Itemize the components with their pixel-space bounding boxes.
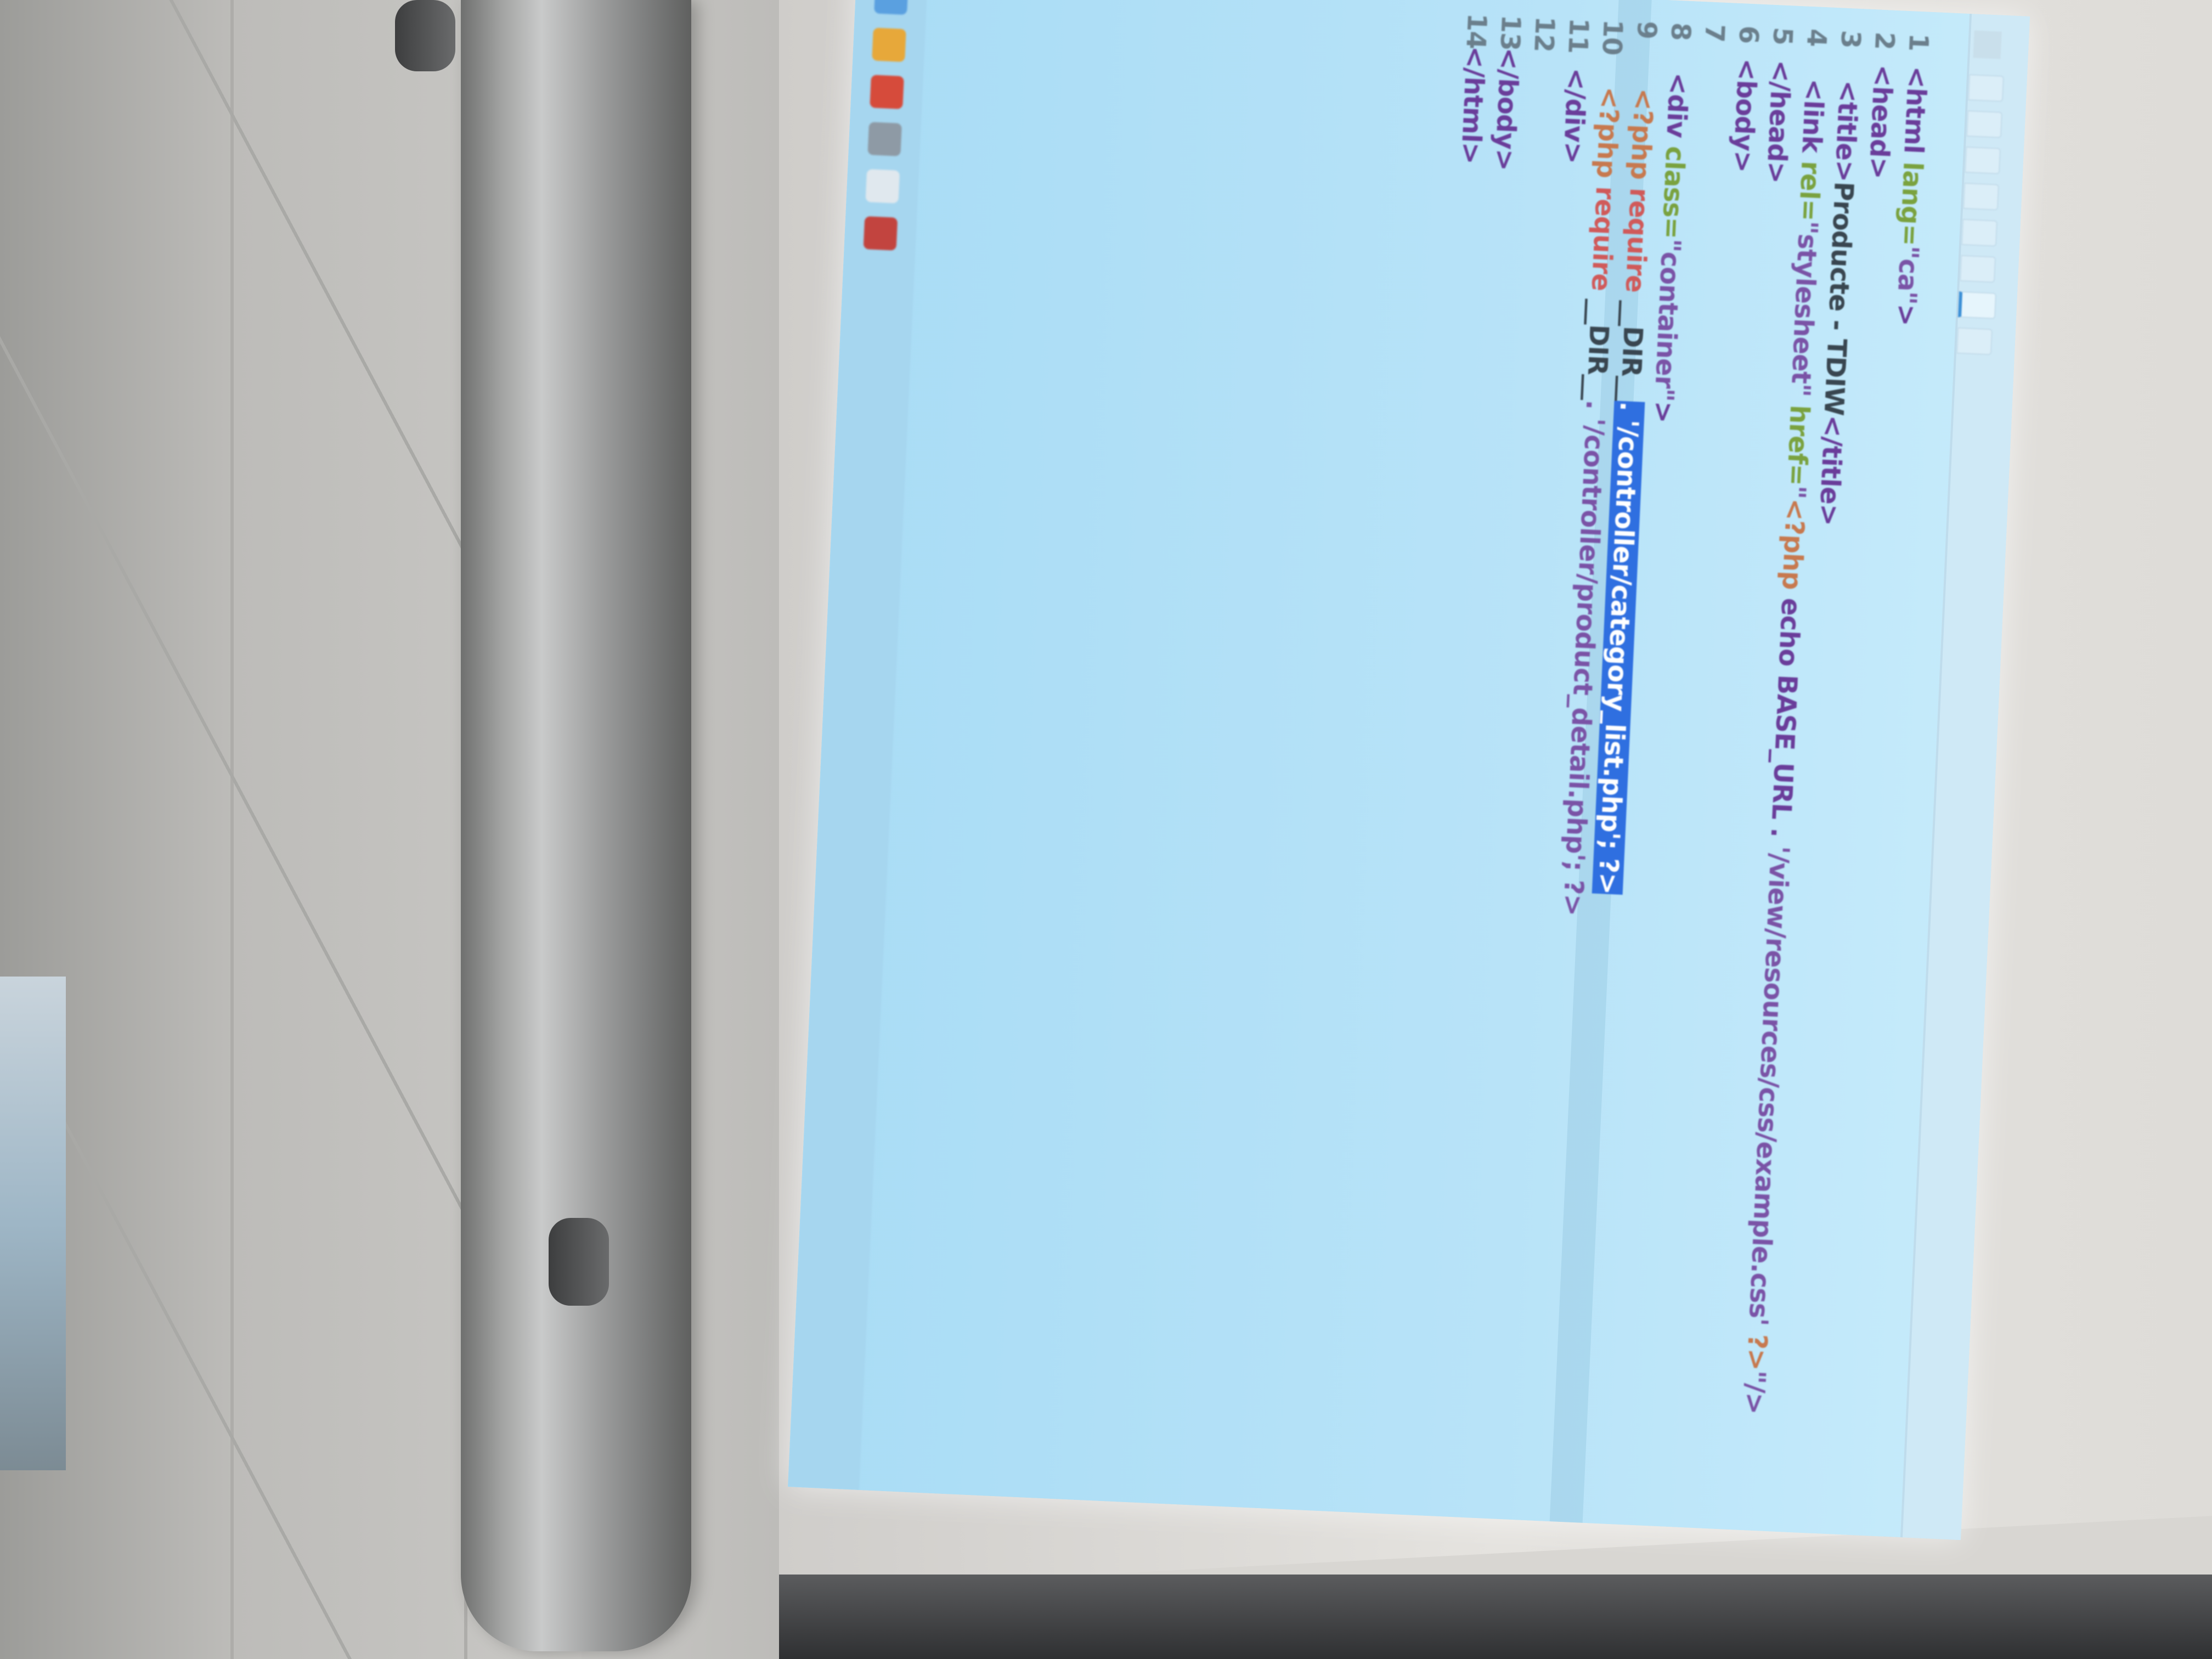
projected-desktop: 1<html lang="ca">2<head>3 <title>Product… (788, 0, 2030, 1541)
projector-screen-roller-bar (461, 0, 691, 1651)
code-token: rel= (1792, 160, 1826, 222)
line-number: 11 (1562, 17, 1595, 54)
line-number: 14 (1460, 13, 1493, 50)
line-number: 2 (1869, 31, 1900, 50)
start-icon[interactable] (874, 0, 909, 15)
code-token: "stylesheet" (1784, 220, 1824, 406)
file-manager-icon[interactable] (872, 27, 906, 63)
browser-icon[interactable] (865, 169, 900, 204)
code-token: class= (1655, 145, 1691, 240)
line-number: 8 (1664, 21, 1696, 41)
line-number: 12 (1528, 15, 1561, 53)
code-token: <?php (1624, 87, 1660, 189)
lower-shadow-area (779, 1575, 2212, 1659)
code-token: __DIR__ (1580, 298, 1616, 401)
line-number: 6 (1733, 25, 1764, 44)
line-number: 13 (1494, 14, 1527, 52)
code-token: </body> (1488, 47, 1525, 172)
editor-tab[interactable] (1967, 74, 2005, 102)
code-token: " (1780, 484, 1812, 499)
code-token: <title> (1829, 80, 1864, 183)
code-token: </html> (1454, 45, 1491, 165)
editor-tab[interactable] (1956, 327, 1993, 356)
code-token: <?php (1775, 498, 1811, 599)
code-token (1799, 61, 1830, 80)
code-token: > (1647, 400, 1679, 424)
code-token: href= (1780, 404, 1815, 486)
line-number: 7 (1699, 23, 1730, 43)
code-token: <link (1795, 78, 1830, 162)
code-token (1561, 50, 1593, 69)
line-number: 9 (1630, 20, 1662, 40)
terminal-icon[interactable] (870, 75, 904, 109)
code-token: <head> (1863, 64, 1899, 179)
code-editor[interactable]: 1<html lang="ca">2<head>3 <title>Product… (876, 0, 1959, 1537)
editor-tab[interactable] (1959, 255, 1996, 283)
line-number: 4 (1801, 28, 1832, 48)
line-number: 10 (1596, 19, 1628, 56)
code-token: <html (1897, 65, 1933, 163)
code-token: </title> (1813, 414, 1849, 527)
window-glimpse (0, 977, 66, 1470)
media-icon[interactable] (863, 216, 898, 251)
editor-app-icon[interactable] (867, 122, 902, 156)
code-token: require (1618, 187, 1655, 302)
code-token: "ca" (1891, 245, 1925, 305)
window-menu-button[interactable] (1973, 30, 2002, 59)
code-token: __DIR__ (1614, 300, 1650, 403)
code-token (1663, 55, 1695, 74)
editor-tab[interactable] (1962, 182, 2000, 211)
code-token: <body> (1726, 58, 1763, 173)
editor-tab[interactable] (1964, 146, 2001, 174)
code-token: </div> (1557, 67, 1592, 165)
roller-bracket-top (395, 0, 455, 71)
line-number: 3 (1835, 29, 1866, 49)
code-token (1833, 63, 1864, 81)
line-number: 1 (1902, 32, 1934, 52)
code-token: > (1890, 303, 1922, 326)
line-number: 5 (1767, 26, 1798, 46)
editor-tab-active[interactable] (1957, 291, 1997, 319)
code-token: "/> (1738, 1369, 1771, 1415)
code-token (1594, 52, 1627, 87)
editor-tab[interactable] (1966, 110, 2003, 138)
code-area[interactable]: 1<html lang="ca">2<head>3 <title>Product… (1392, 13, 1936, 1536)
roller-bracket-bottom (549, 1218, 609, 1306)
code-token: require (1584, 185, 1621, 300)
code-token: <div (1660, 72, 1694, 147)
code-token: <?php (1590, 86, 1626, 188)
code-token: ?> (1740, 1324, 1774, 1371)
code-token: lang= (1893, 161, 1928, 246)
code-token: "container" (1648, 238, 1686, 402)
code-token: </head> (1760, 59, 1797, 184)
code-token (1628, 53, 1661, 89)
editor-tab[interactable] (1961, 218, 1998, 247)
